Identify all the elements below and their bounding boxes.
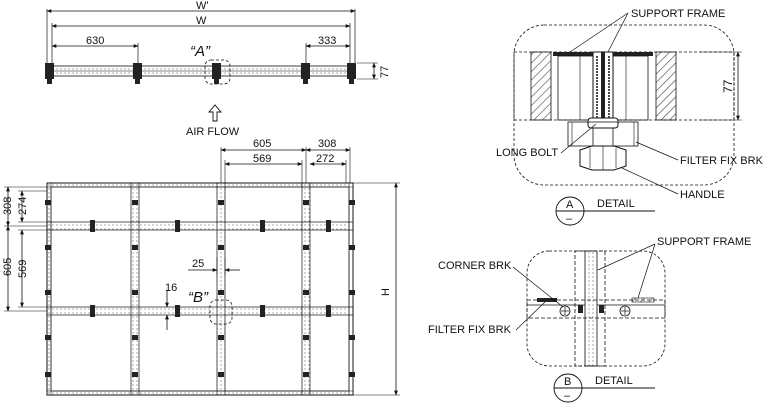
label-w: W	[196, 15, 207, 27]
label-569-left: 569	[17, 260, 29, 278]
callout-a-marker	[204, 59, 231, 85]
label-308-left: 308	[2, 197, 14, 215]
filter-fix-brk-label-a: FILTER FIX BRK	[680, 155, 764, 167]
air-flow-arrow-icon	[208, 104, 222, 122]
label-77-detail: 77	[721, 79, 735, 93]
support-frame-label-b: SUPPORT FRAME	[657, 236, 751, 248]
callout-b-label: “B”	[188, 289, 209, 306]
callout-a-label: “A”	[190, 43, 211, 60]
label-308-top: 308	[318, 138, 336, 150]
callout-b-marker	[209, 299, 233, 325]
hatch-block-left	[530, 51, 552, 121]
label-16: 16	[165, 282, 177, 294]
label-272-top: 272	[316, 153, 334, 165]
filter-fix-bracket-b-right	[631, 297, 655, 303]
detail-a-badge-sub: –	[566, 213, 573, 225]
corner-brk-label: CORNER BRK	[438, 260, 512, 272]
plan-brackets	[45, 200, 355, 377]
air-flow-indicator: AIR FLOW	[186, 104, 240, 138]
detail-b-badge-letter: B	[564, 376, 571, 388]
filter-fix-bracket-b-left	[537, 298, 557, 302]
label-h: H	[380, 288, 392, 296]
detail-b-badge-sub: –	[564, 390, 571, 402]
long-bolt-label: LONG BOLT	[496, 147, 558, 159]
detail-b-vertical-member	[584, 250, 598, 367]
vertical-members	[130, 182, 311, 396]
label-333: 333	[318, 35, 336, 47]
air-flow-label: AIR FLOW	[186, 126, 240, 138]
detail-b: SUPPORT FRAME CORNER BRK FILTER FIX BRK …	[428, 236, 751, 403]
label-569-top: 569	[253, 153, 271, 165]
label-274-left: 274	[17, 197, 29, 215]
label-605-top: 605	[253, 138, 271, 150]
label-77-top: 77	[379, 66, 391, 78]
filter-fix-brk-label-b: FILTER FIX BRK	[428, 324, 512, 336]
handle-label: HANDLE	[680, 189, 725, 201]
plan-view: 605 569 308 272 308 274 605 569	[2, 138, 400, 396]
label-25: 25	[192, 258, 204, 270]
label-630: 630	[86, 35, 104, 47]
detail-b-label: DETAIL	[595, 375, 633, 387]
detail-a: 77 SUPPORT FRAME LONG BOLT FILTER FIX BR…	[496, 8, 764, 226]
top-side-view: W' W 630 333 “A” 77	[45, 0, 391, 85]
frame-brackets	[45, 63, 356, 84]
support-frame-label-a: SUPPORT FRAME	[631, 8, 725, 20]
hatch-block-right	[655, 51, 677, 121]
label-605-left: 605	[2, 258, 14, 276]
detail-a-badge-letter: A	[566, 199, 574, 211]
label-w-prime: W'	[196, 0, 208, 12]
detail-a-label: DETAIL	[597, 198, 635, 210]
